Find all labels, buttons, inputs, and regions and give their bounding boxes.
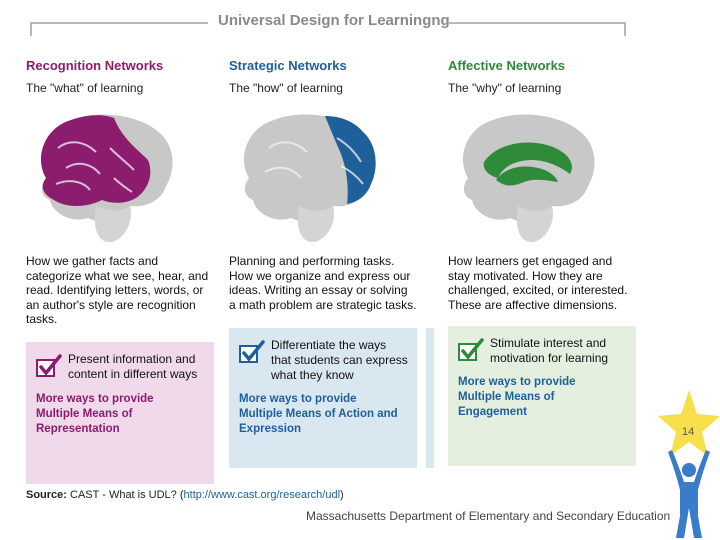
- column-recognition: Recognition Networks The "what" of learn…: [26, 58, 226, 95]
- more-line: More ways to provide: [36, 393, 154, 405]
- column-strategic: Strategic Networks The "how" of learning: [229, 58, 429, 95]
- desc-line: read. Identifying letters, words, or: [26, 283, 204, 297]
- affective-heading: Affective Networks: [448, 58, 566, 73]
- guideline-line: what they know: [271, 368, 354, 382]
- page-title: Universal Design for Learningng: [218, 12, 450, 29]
- more-line: Multiple Means of Action and: [239, 408, 398, 420]
- desc-line: categorize what we see, hear, and: [26, 268, 209, 283]
- checkbox-check-icon: [239, 340, 265, 363]
- source-text: CAST - What is UDL? (: [66, 489, 184, 501]
- desc-line: stay motivated. How they are: [448, 268, 603, 283]
- guideline-line: Present information and: [68, 352, 196, 366]
- page-number: 14: [682, 426, 695, 438]
- source-close: ): [340, 489, 344, 501]
- checkbox-check-icon: [36, 354, 62, 377]
- desc-line: a math problem are strategic tasks.: [229, 297, 417, 312]
- affective-guideline: Stimulate interest and motivation for le…: [490, 336, 608, 366]
- recognition-subheading: The "what" of learning: [26, 81, 144, 95]
- more-line: Multiple Means of: [458, 391, 555, 403]
- guideline-line: motivation for learning: [490, 351, 609, 365]
- more-line: More ways to provide: [239, 393, 357, 405]
- affective-more-ways: More ways to provide Multiple Means of E…: [458, 375, 576, 420]
- column-affective: Affective Networks The "why" of learning: [448, 58, 648, 95]
- title-rule-tick-left: [30, 22, 32, 36]
- desc-line: How learners get engaged and: [448, 254, 613, 268]
- affective-subheading: The "why" of learning: [448, 81, 562, 95]
- title-bar: Universal Design for Learningng: [30, 12, 628, 42]
- source-link[interactable]: http://www.cast.org/research/udl: [183, 489, 341, 501]
- guideline-line: Stimulate interest and: [490, 336, 607, 350]
- title-rule-tick-right: [624, 22, 626, 36]
- desc-line: Planning and performing tasks.: [229, 254, 395, 268]
- strategic-description: Planning and performing tasks. How we or…: [229, 254, 429, 312]
- recognition-guideline-box: Present information and content in diffe…: [26, 342, 214, 484]
- more-line: More ways to provide: [458, 376, 576, 388]
- desc-line: tasks.: [26, 312, 58, 326]
- source-citation: Source: CAST - What is UDL? (http://www.…: [26, 489, 344, 501]
- brain-strategic-icon: [243, 114, 376, 243]
- more-line: Expression: [239, 423, 301, 435]
- strategic-box-edge: [426, 328, 434, 468]
- title-rule-left: [30, 22, 208, 24]
- more-line: Multiple Means of: [36, 408, 133, 420]
- desc-line: challenged, excited, or interested.: [448, 283, 628, 297]
- source-label: Source:: [26, 489, 67, 501]
- guideline-line: Differentiate the ways: [271, 338, 387, 352]
- guideline-line: content in different ways: [68, 367, 198, 381]
- strategic-guideline-box: Differentiate the ways that students can…: [229, 328, 417, 468]
- strategic-more-ways: More ways to provide Multiple Means of A…: [239, 392, 398, 437]
- recognition-more-ways: More ways to provide Multiple Means of R…: [36, 392, 154, 437]
- brain-affective-icon: [462, 114, 595, 243]
- recognition-guideline: Present information and content in diffe…: [68, 352, 197, 382]
- desc-line: These are affective dimensions.: [448, 297, 618, 312]
- affective-description: How learners get engaged and stay motiva…: [448, 254, 648, 312]
- desc-line: How we gather facts and: [26, 254, 159, 268]
- checkbox-check-icon: [458, 338, 484, 361]
- recognition-heading: Recognition Networks: [26, 58, 164, 73]
- desc-line: an author's style are recognition: [26, 297, 196, 312]
- footer-text: Massachusetts Department of Elementary a…: [306, 509, 671, 523]
- guideline-line: that students can express: [271, 353, 408, 367]
- more-line: Engagement: [458, 406, 528, 418]
- strategic-heading: Strategic Networks: [229, 58, 347, 73]
- recognition-description: How we gather facts and categorize what …: [26, 254, 226, 327]
- brain-recognition-icon: [40, 114, 173, 243]
- affective-guideline-box: Stimulate interest and motivation for le…: [448, 326, 636, 466]
- more-line: Representation: [36, 423, 120, 435]
- desc-line: How we organize and express our: [229, 268, 411, 283]
- desc-line: ideas. Writing an essay or solving: [229, 283, 408, 297]
- strategic-subheading: The "how" of learning: [229, 81, 343, 95]
- star-person-icon: [658, 390, 720, 538]
- strategic-guideline: Differentiate the ways that students can…: [271, 338, 408, 383]
- title-rule-right: [448, 22, 626, 24]
